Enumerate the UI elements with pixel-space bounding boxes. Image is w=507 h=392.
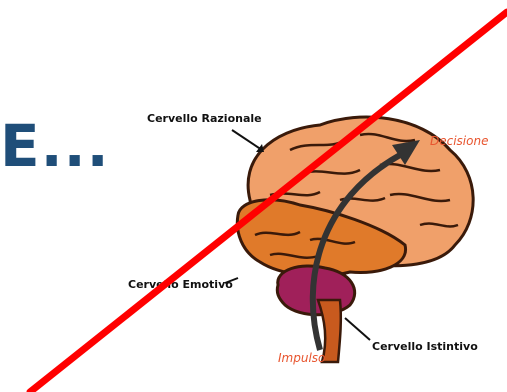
label-emotional: Cervello Emotivo: [128, 278, 233, 291]
label-impulse: Impulso: [278, 351, 325, 365]
label-decision: Decisione: [430, 134, 488, 148]
instinctive-pointer: [345, 318, 370, 340]
label-rational: Cervello Razionale: [147, 112, 262, 125]
rational-pointer: [232, 130, 262, 150]
label-instinctive: Cervello Istintivo: [372, 340, 478, 353]
